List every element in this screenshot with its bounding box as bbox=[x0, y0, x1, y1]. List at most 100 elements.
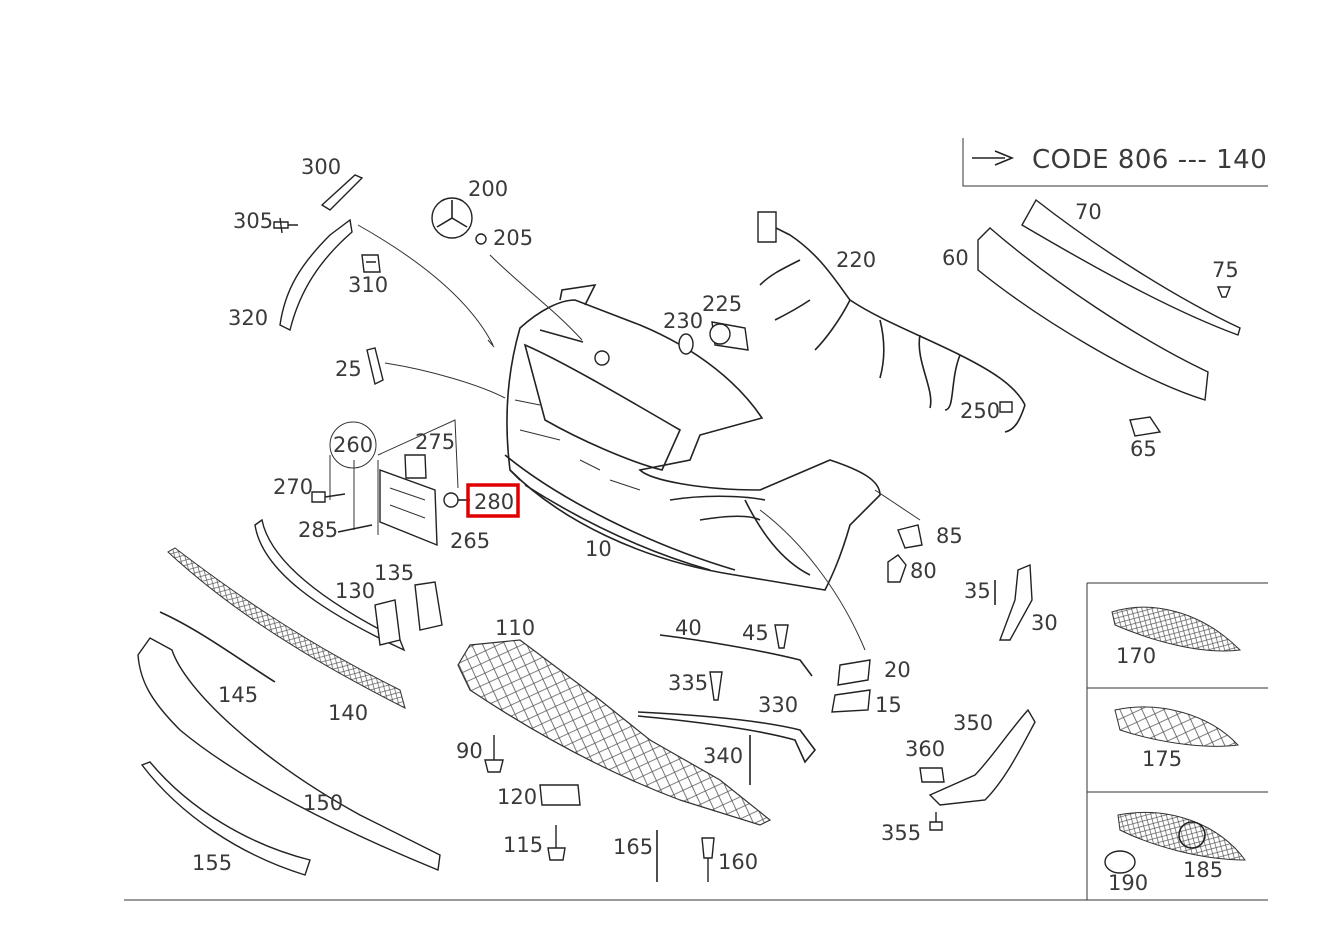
part-label-110[interactable]: 110 bbox=[495, 616, 535, 640]
part-label-170[interactable]: 170 bbox=[1116, 644, 1156, 668]
part-label-160[interactable]: 160 bbox=[718, 850, 758, 874]
part-label-250[interactable]: 250 bbox=[960, 399, 1000, 423]
part-80-clip bbox=[887, 554, 907, 583]
part-label-130[interactable]: 130 bbox=[335, 579, 375, 603]
part-label-185[interactable]: 185 bbox=[1183, 858, 1223, 882]
part-label-200[interactable]: 200 bbox=[468, 177, 508, 201]
part-280-nut bbox=[443, 492, 470, 508]
part-145-strip bbox=[159, 611, 276, 683]
part-355-screw bbox=[929, 812, 943, 831]
part-label-340[interactable]: 340 bbox=[703, 744, 743, 768]
part-label-75[interactable]: 75 bbox=[1212, 258, 1239, 282]
part-label-285[interactable]: 285 bbox=[298, 518, 338, 542]
highlight-box-280 bbox=[466, 483, 520, 518]
part-label-65[interactable]: 65 bbox=[1130, 437, 1157, 461]
part-220-wiring-harness bbox=[757, 211, 1026, 433]
part-335-clip bbox=[709, 671, 723, 701]
part-label-300[interactable]: 300 bbox=[301, 155, 341, 179]
part-label-205[interactable]: 205 bbox=[493, 226, 533, 250]
part-label-335[interactable]: 335 bbox=[668, 671, 708, 695]
arrow-right-icon bbox=[972, 150, 1015, 166]
part-label-80[interactable]: 80 bbox=[910, 559, 937, 583]
part-label-120[interactable]: 120 bbox=[497, 785, 537, 809]
part-label-355[interactable]: 355 bbox=[881, 821, 921, 845]
part-label-70[interactable]: 70 bbox=[1075, 200, 1102, 224]
part-label-40[interactable]: 40 bbox=[675, 616, 702, 640]
part-300-cover bbox=[320, 174, 364, 211]
part-label-220[interactable]: 220 bbox=[836, 248, 876, 272]
part-185-fog-lamp-grille bbox=[1117, 811, 1246, 861]
part-110-underbody-panel bbox=[457, 639, 772, 826]
part-15-cover-cap bbox=[831, 689, 871, 713]
part-label-20[interactable]: 20 bbox=[884, 658, 911, 682]
part-label-155[interactable]: 155 bbox=[192, 851, 232, 875]
part-45-clip bbox=[774, 624, 789, 649]
part-170-grille-insert bbox=[1111, 606, 1242, 652]
part-label-230[interactable]: 230 bbox=[663, 309, 703, 333]
part-label-225[interactable]: 225 bbox=[702, 292, 742, 316]
part-label-150[interactable]: 150 bbox=[303, 791, 343, 815]
part-label-90[interactable]: 90 bbox=[456, 739, 483, 763]
part-label-190[interactable]: 190 bbox=[1108, 871, 1148, 895]
part-310-clip bbox=[361, 254, 381, 273]
part-label-135[interactable]: 135 bbox=[374, 561, 414, 585]
part-360-clip bbox=[919, 767, 945, 783]
part-175-grille-insert bbox=[1114, 706, 1240, 747]
part-75-clip bbox=[1216, 286, 1232, 298]
part-label-260[interactable]: 260 bbox=[333, 433, 373, 457]
part-25-bracket bbox=[366, 347, 384, 386]
part-label-85[interactable]: 85 bbox=[936, 524, 963, 548]
part-140-mesh-grille bbox=[167, 547, 406, 709]
code-note-text: CODE 806 --- 140 bbox=[1032, 145, 1267, 175]
part-225-parking-sensor bbox=[709, 321, 749, 351]
part-label-60[interactable]: 60 bbox=[942, 246, 969, 270]
part-135-bracket bbox=[374, 581, 443, 646]
part-label-115[interactable]: 115 bbox=[503, 833, 543, 857]
part-70-upper-cross-member bbox=[1021, 198, 1241, 336]
part-label-30[interactable]: 30 bbox=[1031, 611, 1058, 635]
part-20-cover-cap bbox=[837, 659, 871, 686]
part-160-rivet bbox=[701, 837, 715, 882]
part-number-labels: 300 305 310 320 200 205 25 260 275 270 2… bbox=[192, 155, 1239, 895]
part-320-bracket bbox=[279, 218, 353, 332]
part-label-145[interactable]: 145 bbox=[218, 683, 258, 707]
part-60-impact-beam bbox=[977, 227, 1209, 401]
part-label-25[interactable]: 25 bbox=[335, 357, 362, 381]
part-label-360[interactable]: 360 bbox=[905, 737, 945, 761]
part-label-280[interactable]: 280 bbox=[474, 490, 514, 514]
part-label-175[interactable]: 175 bbox=[1142, 747, 1182, 771]
part-150-spoiler bbox=[137, 637, 441, 871]
part-190-ring bbox=[1104, 850, 1136, 874]
part-label-310[interactable]: 310 bbox=[348, 273, 388, 297]
part-350-side-bracket bbox=[928, 708, 1036, 806]
part-label-165[interactable]: 165 bbox=[613, 835, 653, 859]
part-label-35[interactable]: 35 bbox=[964, 579, 991, 603]
part-label-350[interactable]: 350 bbox=[953, 711, 993, 735]
code-note-box: CODE 806 --- 140 bbox=[962, 138, 1268, 187]
part-label-45[interactable]: 45 bbox=[742, 621, 769, 645]
part-label-10[interactable]: 10 bbox=[585, 537, 612, 561]
part-label-265[interactable]: 265 bbox=[450, 529, 490, 553]
part-label-275[interactable]: 275 bbox=[415, 430, 455, 454]
part-260-group bbox=[329, 421, 377, 469]
part-30-side-bracket bbox=[998, 563, 1033, 641]
front-bumper-cover bbox=[504, 283, 881, 591]
part-label-330[interactable]: 330 bbox=[758, 693, 798, 717]
part-230-sensor-ring bbox=[678, 333, 694, 355]
part-90-clip bbox=[484, 735, 504, 773]
part-120-nut-clip bbox=[539, 784, 581, 806]
part-330-trim-strip bbox=[637, 711, 817, 764]
part-265-license-plate-holder bbox=[379, 469, 438, 547]
part-label-320[interactable]: 320 bbox=[228, 306, 268, 330]
part-label-270[interactable]: 270 bbox=[273, 475, 313, 499]
part-label-15[interactable]: 15 bbox=[875, 693, 902, 717]
part-85-clip bbox=[897, 524, 923, 549]
part-250-sensor-clip bbox=[999, 401, 1013, 413]
part-label-305[interactable]: 305 bbox=[233, 209, 273, 233]
part-270-screw bbox=[311, 491, 346, 503]
inset-panels bbox=[1086, 582, 1268, 900]
part-200-star-emblem bbox=[431, 197, 473, 239]
part-label-140[interactable]: 140 bbox=[328, 701, 368, 725]
